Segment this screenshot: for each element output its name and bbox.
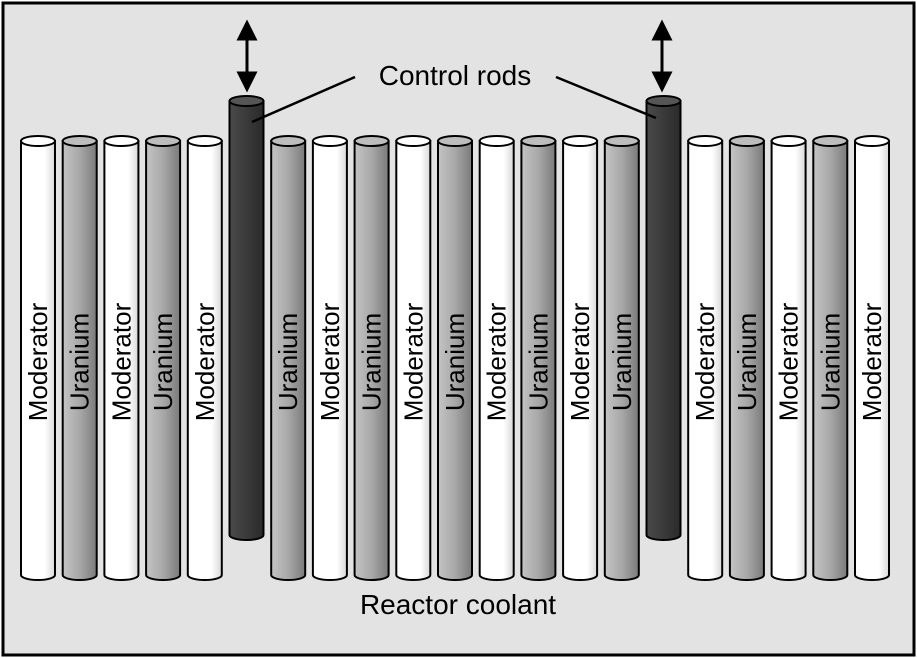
rod-body [437, 140, 473, 581]
rod-label-uranium: Uranium [607, 313, 637, 411]
moderator-rod-19: Moderator [770, 135, 807, 581]
moderator-rod-21: Moderator [854, 135, 890, 581]
rod-label-moderator: Moderator [23, 302, 53, 421]
rod-top-cap [353, 135, 390, 147]
control-rods-callout-right [555, 75, 657, 120]
moderator-rod-10: Moderator [395, 135, 432, 581]
rod-body [311, 140, 348, 581]
rod-body [186, 140, 223, 581]
rod-body [61, 140, 98, 581]
rod-top-cap [562, 135, 599, 147]
uranium-rod-11: Uranium [437, 135, 473, 581]
rod-top-cap [103, 135, 140, 147]
rod-top-cap [770, 135, 807, 147]
control-rod-6 [228, 95, 265, 541]
rod-label-moderator: Moderator [106, 302, 136, 421]
moderator-rod-12: Moderator [478, 135, 515, 581]
uranium-rod-18: Uranium [728, 135, 765, 581]
rod-label-uranium: Uranium [65, 313, 95, 411]
rod-body [520, 140, 557, 581]
rod-top-cap [228, 95, 265, 107]
rod-label-moderator: Moderator [315, 302, 345, 421]
rod-top-cap [645, 95, 682, 107]
moderator-rod-3: Moderator [103, 135, 140, 581]
rod-body [854, 140, 890, 581]
rod-top-cap [186, 135, 223, 147]
uranium-rod-20: Uranium [812, 135, 849, 581]
rod-body [353, 140, 390, 581]
rod-body [478, 140, 515, 581]
rod-label-uranium: Uranium [273, 313, 303, 411]
rod-top-cap [437, 135, 473, 147]
rod-label-uranium: Uranium [357, 313, 387, 411]
control-rod-16 [645, 95, 682, 541]
rod-label-moderator: Moderator [774, 302, 804, 421]
control-rods-callout-left [251, 75, 356, 124]
rod-body [228, 100, 265, 541]
rod-top-cap [478, 135, 515, 147]
rod-top-cap [270, 135, 307, 147]
rod-label-moderator: Moderator [190, 302, 220, 421]
control-rods-label: Control rods [379, 60, 532, 91]
moderator-rod-5: Moderator [186, 135, 223, 581]
rod-body [20, 140, 56, 581]
uranium-rod-7: Uranium [270, 135, 307, 581]
rod-top-cap [395, 135, 432, 147]
reactor-coolant-label: Reactor coolant [360, 589, 556, 620]
rod-body [728, 140, 765, 581]
rod-top-cap [145, 135, 182, 147]
rod-top-cap [812, 135, 849, 147]
rod-body [687, 140, 724, 581]
rod-body [645, 100, 682, 541]
rod-label-uranium: Uranium [148, 313, 178, 411]
uranium-rod-15: Uranium [603, 135, 640, 581]
uranium-rod-13: Uranium [520, 135, 557, 581]
rod-label-moderator: Moderator [565, 302, 595, 421]
rod-label-uranium: Uranium [523, 313, 553, 411]
rod-label-uranium: Uranium [815, 313, 845, 411]
rod-top-cap [20, 135, 56, 147]
uranium-rod-4: Uranium [145, 135, 182, 581]
rod-top-cap [687, 135, 724, 147]
rod-top-cap [728, 135, 765, 147]
rod-body [770, 140, 807, 581]
rod-body [103, 140, 140, 581]
rod-label-moderator: Moderator [857, 302, 887, 421]
rod-label-moderator: Moderator [398, 302, 428, 421]
rod-label-moderator: Moderator [482, 302, 512, 421]
moderator-rod-17: Moderator [687, 135, 724, 581]
rod-body [603, 140, 640, 581]
rod-label-uranium: Uranium [732, 313, 762, 411]
uranium-rod-2: Uranium [61, 135, 98, 581]
uranium-rod-9: Uranium [353, 135, 390, 581]
rod-body [812, 140, 849, 581]
rod-top-cap [311, 135, 348, 147]
moderator-rod-8: Moderator [311, 135, 348, 581]
rod-body [145, 140, 182, 581]
rod-top-cap [603, 135, 640, 147]
rod-top-cap [854, 135, 890, 147]
rod-body [562, 140, 599, 581]
rod-body [395, 140, 432, 581]
rods-group: Moderator Uranium Moderator Uranium Moderato… [20, 95, 890, 581]
moderator-rod-14: Moderator [562, 135, 599, 581]
moderator-rod-1: Moderator [20, 135, 56, 581]
rod-label-moderator: Moderator [690, 302, 720, 421]
rod-label-uranium: Uranium [440, 313, 470, 411]
rod-top-cap [61, 135, 98, 147]
rod-top-cap [520, 135, 557, 147]
rod-body [270, 140, 307, 581]
